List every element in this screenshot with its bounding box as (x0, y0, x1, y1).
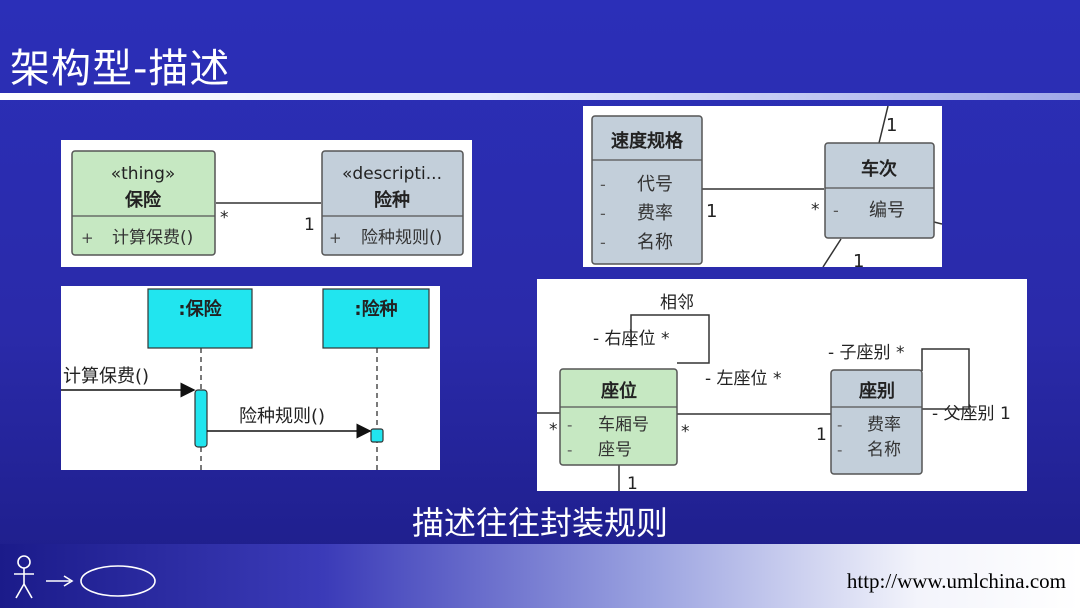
attribute-marker: - (600, 204, 606, 223)
lifeline-insurance[interactable]: :保险 (147, 288, 253, 349)
class-stereotype: «descripti... (342, 164, 442, 184)
class-box-insurance[interactable]: «thing» 保险 + 计算保费() (71, 150, 216, 256)
class-name: 保险 (124, 189, 162, 211)
class-box-speed-spec[interactable]: 速度规格 - - - 代号 费率 名称 (591, 115, 703, 265)
multiplicity-label: * (681, 422, 690, 442)
slide-footer: http://www.umlchina.com (0, 544, 1080, 608)
multiplicity-label: * (220, 208, 229, 228)
attribute-label: 名称 (867, 440, 901, 460)
footer-url-link[interactable]: http://www.umlchina.com (846, 569, 1066, 593)
attribute-label: 名称 (637, 232, 673, 253)
role-label: - 右座位 * (593, 329, 669, 349)
multiplicity-label: 1 (816, 425, 827, 445)
attribute-marker: - (600, 233, 606, 252)
attribute-marker: - (837, 441, 842, 459)
multiplicity-label: 1 (304, 215, 315, 235)
umlchina-logo-icon (14, 555, 156, 599)
association-name: 相邻 (660, 293, 694, 313)
role-label: - 左座位 * (705, 369, 781, 389)
attribute-label: 代号 (637, 174, 673, 195)
slide-title: 架构型-描述 (10, 46, 231, 92)
multiplicity-label: * (549, 420, 558, 440)
activation-bar (194, 389, 208, 448)
attribute-marker: - (567, 441, 572, 459)
message-label: 计算保费() (63, 366, 149, 387)
attribute-marker: - (837, 416, 842, 434)
operation-label: 险种规则() (361, 228, 442, 248)
sequence-diagram: :保险 :险种 计算保费() 险种规则() (61, 286, 440, 470)
multiplicity-label: 1 (886, 115, 897, 136)
attribute-label: 编号 (869, 200, 905, 221)
activation-bar (370, 428, 384, 443)
attribute-label: 费率 (867, 415, 901, 435)
message-label: 险种规则() (239, 406, 325, 427)
slide-subtitle: 描述往往封装规则 (411, 504, 668, 542)
class-name: 速度规格 (611, 130, 684, 152)
operation-marker: + (81, 229, 94, 247)
role-label: - 父座别 1 (932, 404, 1011, 424)
operation-marker: + (329, 229, 342, 247)
title-divider (0, 93, 1080, 100)
operation-label: 计算保费() (112, 228, 193, 248)
multiplicity-label: * (811, 200, 820, 220)
class-diagram-insurance: «thing» 保险 + 计算保费() «descripti... 险种 + 险… (61, 140, 472, 267)
lifeline-insurance-type[interactable]: :险种 (322, 288, 430, 349)
attribute-label: 车厢号 (598, 415, 649, 435)
lifeline-label: :险种 (354, 298, 397, 320)
multiplicity-label: 1 (853, 251, 864, 267)
attribute-marker: - (567, 416, 572, 434)
class-stereotype: «thing» (111, 164, 176, 184)
class-diagram-seat: 座位 - - 车厢号 座号 座别 - - 费率 名称 相邻 - 右座位 * - … (537, 279, 1027, 491)
class-box-seat[interactable]: 座位 - - 车厢号 座号 (559, 368, 678, 466)
class-name: 车次 (861, 158, 897, 180)
role-label: - 子座别 * (828, 343, 904, 363)
class-box-seat-class[interactable]: 座别 - - 费率 名称 (830, 369, 923, 475)
lifeline-label: :保险 (178, 298, 222, 320)
class-diagram-train: 速度规格 - - - 代号 费率 名称 车次 - 编号 1 * 1 1 (583, 106, 942, 267)
multiplicity-label: 1 (706, 201, 717, 222)
class-box-insurance-type[interactable]: «descripti... 险种 + 险种规则() (321, 150, 464, 256)
attribute-marker: - (833, 201, 839, 220)
attribute-marker: - (600, 175, 606, 194)
class-name: 座别 (859, 380, 895, 402)
multiplicity-label: 1 (627, 474, 638, 491)
attribute-label: 座号 (598, 440, 632, 460)
class-name: 险种 (374, 189, 410, 211)
class-box-train-number[interactable]: 车次 - 编号 (824, 142, 935, 239)
attribute-label: 费率 (637, 203, 673, 224)
class-name: 座位 (601, 380, 637, 402)
